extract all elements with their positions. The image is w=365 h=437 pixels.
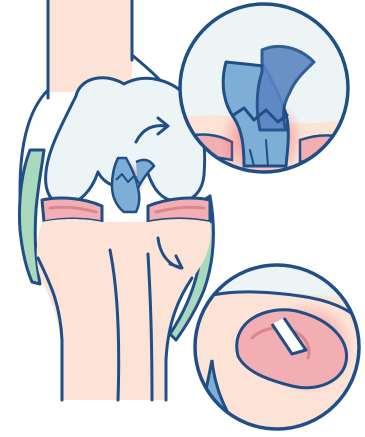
meniscus-tear-zoom: [190, 260, 365, 437]
cruciate-ligament: [110, 158, 154, 212]
